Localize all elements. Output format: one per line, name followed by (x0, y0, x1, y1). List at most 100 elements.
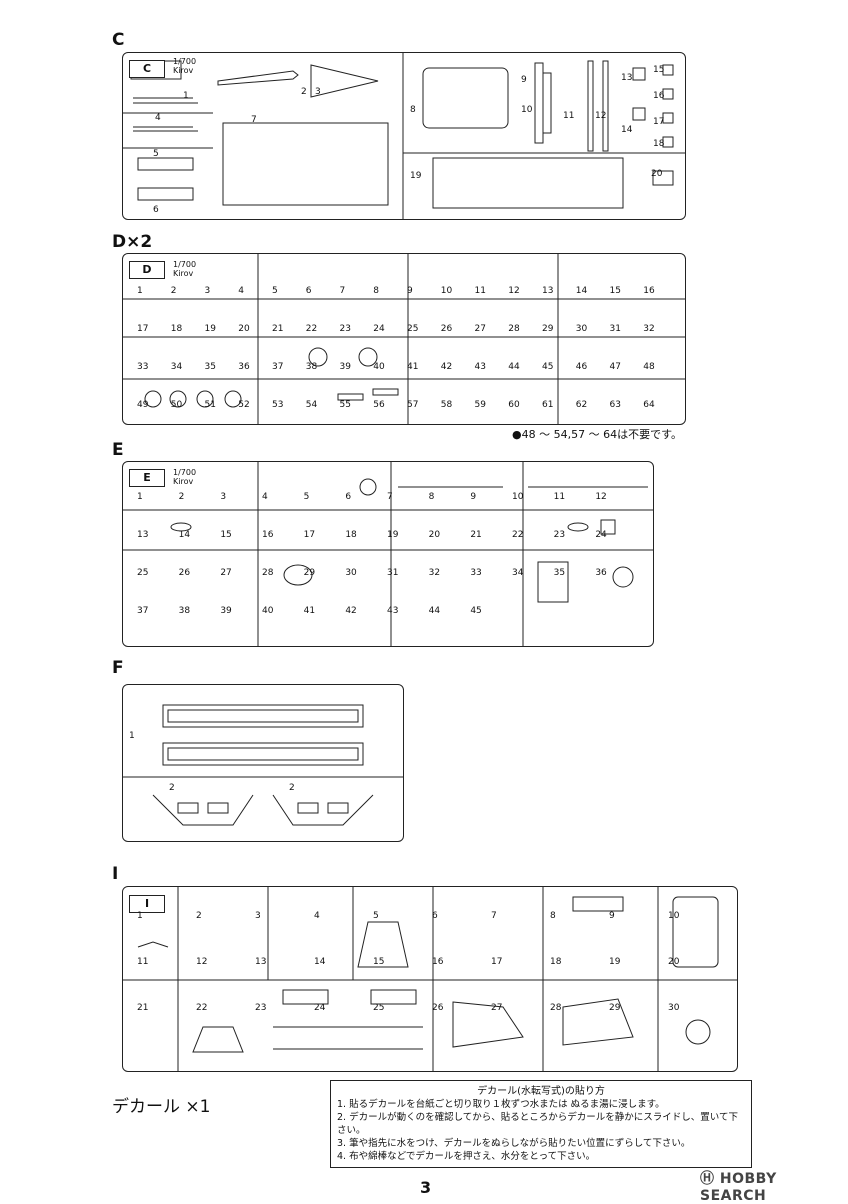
part-number: 4 (262, 492, 268, 502)
part-number: 26 (178, 568, 191, 578)
part-number: 18 (653, 139, 665, 149)
part-number: 11 (553, 492, 566, 502)
sprue-f: 1 2 2 (122, 684, 404, 842)
part-number: 62 (575, 400, 588, 410)
part-number: 13 (542, 286, 554, 296)
part-number: 6 (305, 286, 312, 296)
part-number: 8 (410, 105, 416, 115)
part-number: 44 (428, 606, 441, 616)
decal-title: デカール ×1 (112, 1097, 211, 1117)
part-number: 24 (314, 1003, 326, 1013)
scale-e: 1/700 Kirov (173, 468, 197, 486)
scale-d: 1/700 Kirov (173, 260, 197, 278)
sprue-label-i: I (129, 895, 165, 913)
sprue-d-drawing (123, 254, 685, 424)
part-number: 12 (196, 957, 208, 967)
part-number: 38 (305, 362, 318, 372)
part-number: 12 (508, 286, 520, 296)
part-number: 1 (129, 731, 135, 741)
part-number: 58 (440, 400, 453, 410)
part-number: 7 (339, 286, 346, 296)
part-number: 6 (432, 911, 438, 921)
part-number: 8 (550, 911, 556, 921)
part-number: 21 (470, 530, 482, 540)
part-number: 15 (609, 286, 621, 296)
part-number: 34 (170, 362, 183, 372)
part-number: 47 (609, 362, 621, 372)
part-number: 8 (428, 492, 435, 502)
part-number: 28 (508, 324, 520, 334)
part-number: 1 (137, 492, 143, 502)
part-number: 56 (373, 400, 385, 410)
part-number: 18 (345, 530, 357, 540)
part-number: 20 (238, 324, 250, 334)
part-number: 21 (137, 1003, 149, 1013)
part-number: 11 (137, 957, 149, 967)
part-number: 51 (204, 400, 216, 410)
part-number: 4 (238, 286, 244, 296)
part-number: 10 (521, 105, 533, 115)
decal-heading: デカール(水転写式)の貼り方 (477, 1086, 605, 1097)
sprue-i-drawing (123, 887, 737, 1071)
part-number: 5 (303, 492, 310, 502)
part-number: 29 (609, 1003, 621, 1013)
decal-step: 3. 筆や指先に水をつけ、デカールをぬらしながら貼りたい位置にずらして下さい。 (337, 1138, 691, 1149)
part-number: 36 (238, 362, 250, 372)
part-number: 2 (289, 783, 295, 793)
sprue-c: C 1/700 Kirov 1 2 3 4 5 6 7 8 9 10 11 12… (122, 52, 686, 220)
part-number: 13 (137, 530, 149, 540)
part-number: 27 (474, 324, 486, 334)
part-number: 23 (339, 324, 351, 334)
part-number: 2 (170, 286, 177, 296)
part-number: 17 (137, 324, 149, 334)
part-number: 25 (373, 1003, 385, 1013)
part-number: 53 (272, 400, 284, 410)
part-number: 13 (621, 73, 633, 83)
part-number: 45 (470, 606, 482, 616)
part-number: 34 (512, 568, 524, 578)
part-number: 17 (491, 957, 503, 967)
part-number: 40 (262, 606, 274, 616)
part-number: 43 (387, 606, 399, 616)
section-title-e: E (112, 440, 124, 460)
part-number: 24 (373, 324, 385, 334)
part-number: 12 (595, 492, 607, 502)
part-number: 42 (345, 606, 357, 616)
part-number: 7 (491, 911, 497, 921)
part-number: 38 (178, 606, 191, 616)
part-number: 31 (609, 324, 621, 334)
part-number: 46 (575, 362, 588, 372)
part-number: 19 (410, 171, 422, 181)
part-number: 32 (643, 324, 655, 334)
part-number: 3 (204, 286, 211, 296)
part-number: 61 (542, 400, 554, 410)
part-number: 16 (432, 957, 444, 967)
section-title-i: I (112, 864, 119, 884)
part-number: 17 (653, 117, 665, 127)
part-number: 25 (137, 568, 149, 578)
part-number: 10 (440, 286, 453, 296)
part-number: 17 (303, 530, 316, 540)
part-number: 2 (196, 911, 202, 921)
decal-step: 2. デカールが動くのを確認してから、貼るところからデカールを静かにスライドし、… (337, 1112, 739, 1136)
part-number: 15 (220, 530, 232, 540)
part-number: 25 (407, 324, 419, 334)
part-number: 52 (238, 400, 250, 410)
part-number: 19 (204, 324, 216, 334)
part-number: 50 (170, 400, 183, 410)
part-number: 1 (183, 91, 189, 101)
part-number: 7 (387, 492, 393, 502)
part-number: 1 (137, 911, 143, 921)
part-number: 11 (474, 286, 486, 296)
part-number: 57 (407, 400, 419, 410)
part-number: 59 (474, 400, 486, 410)
part-number: 16 (653, 91, 665, 101)
part-number: 40 (373, 362, 385, 372)
part-number: 42 (440, 362, 453, 372)
scale-c: 1/700 Kirov (173, 57, 197, 75)
part-number: 9 (470, 492, 477, 502)
decal-step: 1. 貼るデカールを台紙ごと切り取り１枚ずつ水または ぬるま湯に浸します。 (337, 1099, 665, 1110)
part-number: 24 (595, 530, 607, 540)
part-number: 15 (653, 65, 665, 75)
part-number: 3 (220, 492, 227, 502)
